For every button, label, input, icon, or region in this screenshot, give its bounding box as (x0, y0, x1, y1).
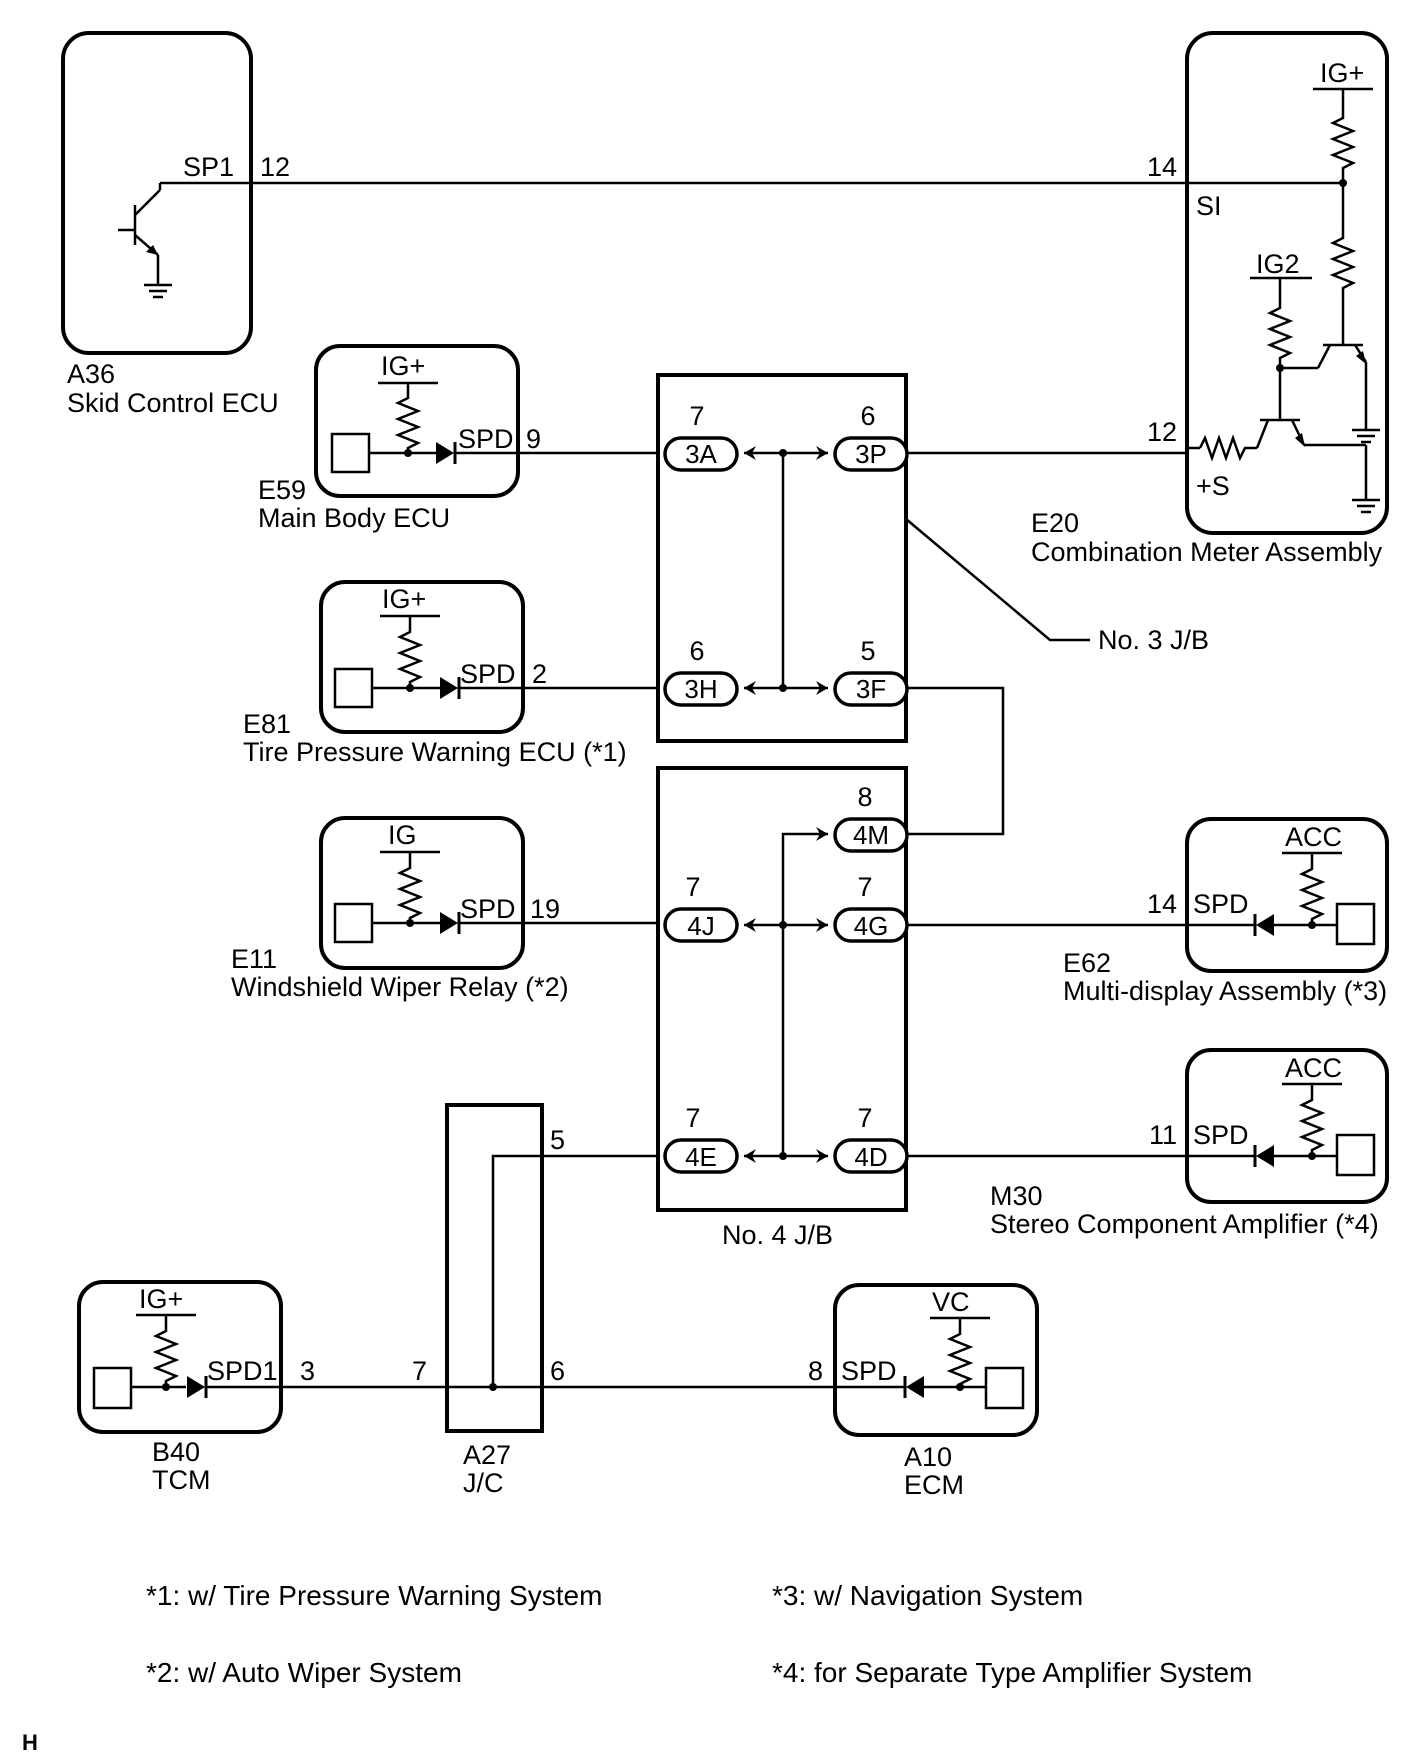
e20-code: E20 (1031, 508, 1079, 538)
e81-supply: IG+ (382, 584, 426, 614)
e62-name: Multi-display Assembly (*3) (1063, 976, 1387, 1006)
jb4-pin-4g: 7 (857, 872, 872, 902)
a36-terminal-label: SP1 (183, 152, 234, 182)
e81-pin: 2 (532, 659, 547, 689)
jb4-conn-4j: 4J (687, 911, 714, 941)
e20-terminal-s: +S (1196, 471, 1230, 501)
e11-pin: 19 (530, 894, 560, 924)
e62-code: E62 (1063, 948, 1111, 978)
jb3-conn-3a: 3A (685, 439, 717, 469)
a27-pin-in: 7 (412, 1356, 427, 1386)
e59-supply: IG+ (381, 351, 425, 381)
jb4-pin-4e: 7 (685, 1103, 700, 1133)
e62-supply: ACC (1285, 822, 1342, 852)
m30-terminal: SPD (1193, 1120, 1249, 1150)
e20-supply-ig2: IG2 (1256, 249, 1300, 279)
m30-name: Stereo Component Amplifier (*4) (990, 1209, 1379, 1239)
a10-code: A10 (904, 1442, 952, 1472)
e59-terminal: SPD (458, 424, 514, 454)
junction-block-no3 (656, 373, 909, 743)
jb4-pin-4j: 7 (685, 872, 700, 902)
b40-name: TCM (152, 1465, 210, 1495)
e62-pin: 14 (1147, 889, 1177, 919)
e59-name: Main Body ECU (258, 503, 450, 533)
b40-pin: 3 (300, 1356, 315, 1386)
ecm (833, 1283, 1039, 1437)
footnote-1: *1: w/ Tire Pressure Warning System (146, 1580, 602, 1611)
jb4-label: No. 4 J/B (722, 1220, 833, 1250)
jb3-pin-3h: 6 (689, 636, 704, 666)
multi-display-assembly (1185, 817, 1389, 973)
a36-pin: 12 (260, 152, 290, 182)
e59-pin: 9 (526, 424, 541, 454)
a36-code: A36 (67, 359, 115, 389)
a10-supply: VC (932, 1287, 970, 1317)
jb3-pin-3a: 7 (689, 401, 704, 431)
footnote-3: *3: w/ Navigation System (772, 1580, 1083, 1611)
m30-code: M30 (990, 1181, 1043, 1211)
footnote-2: *2: w/ Auto Wiper System (146, 1657, 462, 1688)
e81-terminal: SPD (460, 659, 516, 689)
jb3-pin-3p: 6 (860, 401, 875, 431)
jb3-conn-3f: 3F (856, 674, 886, 704)
e11-name: Windshield Wiper Relay (*2) (231, 972, 569, 1002)
e20-pin-si: 14 (1147, 152, 1177, 182)
jb3-label: No. 3 J/B (1098, 625, 1209, 655)
jb4-conn-4m: 4M (853, 820, 889, 850)
e81-code: E81 (243, 709, 291, 739)
m30-pin: 11 (1149, 1120, 1177, 1150)
e20-supply-igplus: IG+ (1320, 58, 1364, 88)
e20-name: Combination Meter Assembly (1031, 537, 1383, 567)
a10-name: ECM (904, 1470, 964, 1500)
jb3-conn-3p: 3P (855, 439, 887, 469)
a36-name: Skid Control ECU (67, 388, 279, 418)
tcm (77, 1280, 283, 1434)
m30-supply: ACC (1285, 1053, 1342, 1083)
a27-pin-top: 5 (550, 1125, 565, 1155)
jb4-conn-4g: 4G (854, 911, 889, 941)
a10-pin: 8 (808, 1356, 823, 1386)
footnote-4: *4: for Separate Type Amplifier System (772, 1657, 1252, 1688)
main-body-ecu (314, 344, 520, 498)
jb4-conn-4d: 4D (854, 1142, 887, 1172)
junction-connector-a27 (445, 1103, 544, 1433)
skid-control-ecu (61, 31, 253, 355)
a27-pin-out: 6 (550, 1356, 565, 1386)
e20-terminal-si: SI (1196, 191, 1222, 221)
stereo-component-amplifier (1185, 1048, 1389, 1204)
a27-name: J/C (463, 1468, 504, 1498)
windshield-wiper-relay (319, 816, 525, 970)
jb4-conn-4e: 4E (685, 1142, 717, 1172)
b40-terminal: SPD1 (207, 1356, 278, 1386)
a27-code: A27 (463, 1440, 511, 1470)
junction-block-no4 (656, 766, 909, 1212)
b40-code: B40 (152, 1437, 200, 1467)
e11-supply: IG (388, 820, 417, 850)
jb4-pin-4m: 8 (857, 782, 872, 812)
b40-supply: IG+ (139, 1284, 183, 1314)
combination-meter-assembly (1185, 31, 1389, 535)
e59-code: E59 (258, 475, 306, 505)
e11-code: E11 (231, 944, 277, 974)
e20-pin-s: 12 (1147, 417, 1177, 447)
jb3-pin-3f: 5 (860, 636, 875, 666)
corner-mark: H (22, 1730, 38, 1755)
jb3-conn-3h: 3H (684, 674, 717, 704)
e11-terminal: SPD (460, 894, 516, 924)
tire-pressure-warning-ecu (319, 580, 525, 734)
e81-name: Tire Pressure Warning ECU (*1) (243, 737, 627, 767)
a10-terminal: SPD (841, 1356, 897, 1386)
jb4-pin-4d: 7 (857, 1103, 872, 1133)
e62-terminal: SPD (1193, 889, 1249, 919)
